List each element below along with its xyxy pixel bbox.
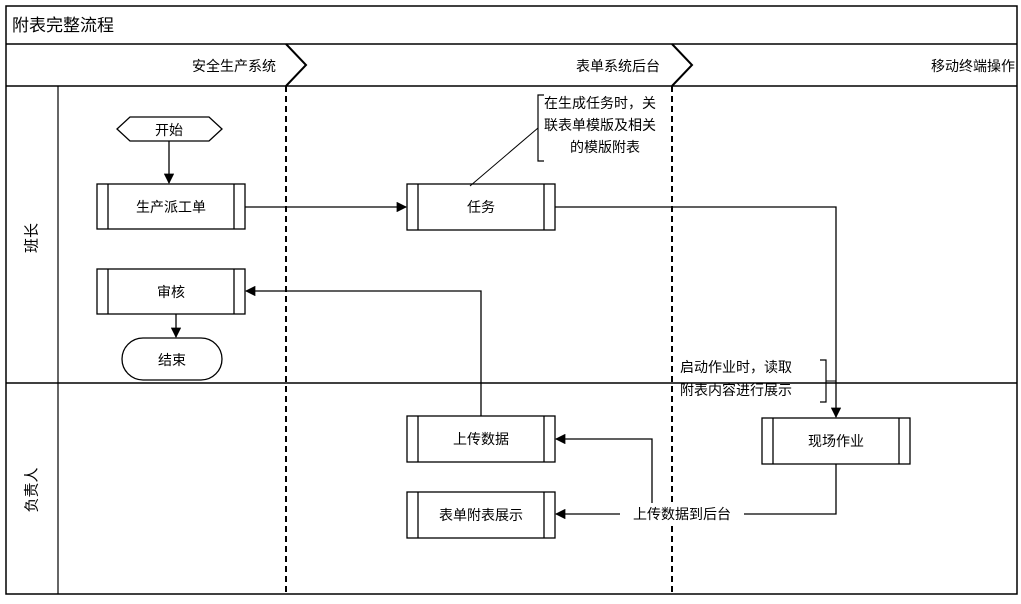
- lane-label-team-leader: 班长: [23, 223, 41, 253]
- end-node: 结束: [121, 337, 223, 381]
- upload-data-process-label: 上传数据: [453, 432, 509, 448]
- edge-upload-to-audit: [244, 285, 482, 416]
- edge-task-to-field-work: [555, 206, 842, 419]
- edge-label-upload-to-backend: 上传数据到后台: [633, 507, 731, 523]
- task-annotation: 在生成任务时，关 联表单模版及相关 的模版附表: [469, 94, 656, 187]
- task-process-label: 任务: [467, 200, 495, 216]
- task-note-line-2: 联表单模版及相关: [544, 118, 656, 134]
- field-work-process-label: 现场作业: [808, 434, 864, 450]
- task-note-line-3: 的模版附表: [570, 140, 640, 156]
- upload-data-process: 上传数据: [406, 415, 556, 463]
- phase-label-form-backend: 表单系统后台: [576, 59, 660, 75]
- form-display-process: 表单附表展示: [406, 491, 556, 539]
- audit-process: 审核: [96, 268, 246, 315]
- field-work-process: 现场作业: [761, 417, 911, 465]
- audit-process-label: 审核: [157, 285, 185, 301]
- dispatch-process-label: 生产派工单: [136, 200, 206, 216]
- task-note-line-1: 在生成任务时，关: [544, 96, 656, 112]
- lane-label-person-in-charge: 负责人: [23, 467, 41, 512]
- edge-backend-to-upload: [554, 433, 653, 514]
- end-node-label: 结束: [158, 353, 186, 369]
- phase-label-mobile-terminal: 移动终端操作: [931, 59, 1015, 75]
- phase-chevron-2: [671, 43, 694, 87]
- dispatch-process: 生产派工单: [96, 183, 246, 230]
- start-node: 开始: [116, 116, 223, 142]
- phase-label-safety-production: 安全生产系统: [192, 58, 276, 75]
- diagram-title: 附表完整流程: [12, 16, 114, 36]
- field-note-line-1: 启动作业时，读取: [680, 359, 792, 376]
- start-node-label: 开始: [155, 123, 183, 139]
- field-work-annotation: 启动作业时，读取 附表内容进行展示: [680, 359, 836, 403]
- field-note-line-2: 附表内容进行展示: [680, 382, 792, 399]
- edge-label-background: [620, 503, 744, 523]
- phase-chevron-1: [285, 43, 308, 87]
- task-process: 任务: [406, 183, 556, 231]
- form-display-process-label: 表单附表展示: [439, 508, 523, 524]
